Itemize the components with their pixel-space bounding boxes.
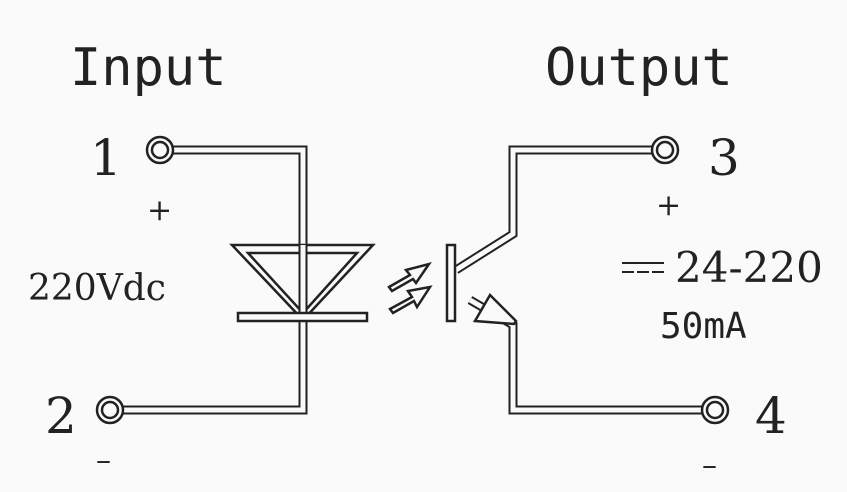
- input-wires: [122, 145, 308, 415]
- pin-2-label: 2: [45, 387, 77, 445]
- light-emission-arrows: [387, 261, 433, 315]
- terminal-3: [650, 135, 680, 165]
- output-title: Output: [545, 38, 733, 98]
- pin-3-label: 3: [708, 129, 740, 187]
- phototransistor-symbol: [445, 243, 518, 326]
- input-plus-label: +: [147, 193, 172, 228]
- input-minus-label: –: [96, 443, 111, 478]
- pin-4-label: 4: [755, 387, 787, 445]
- output-voltage: 24-220: [675, 243, 823, 292]
- input-rating: 220Vdc: [28, 268, 166, 309]
- output-plus-label: +: [656, 188, 681, 223]
- input-title: Input: [70, 38, 227, 98]
- terminal-2: [95, 395, 125, 425]
- led-diode-symbol: [229, 243, 376, 323]
- terminal-4: [700, 395, 730, 425]
- output-current: 50mA: [660, 306, 747, 347]
- pin-1-label: 1: [90, 129, 122, 187]
- output-minus-label: –: [702, 448, 717, 483]
- dc-symbol-icon: [622, 262, 664, 273]
- terminal-1: [145, 135, 175, 165]
